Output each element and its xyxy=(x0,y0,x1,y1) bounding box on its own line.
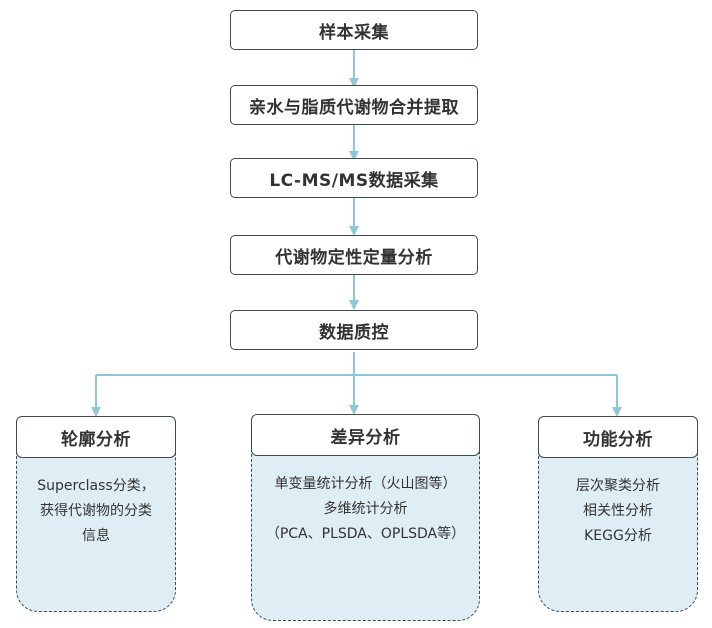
branch-profile-analysis: 轮廓分析 Superclass分类， 获得代谢物的分类 信息 xyxy=(16,416,176,612)
branch-title-text: 功能分析 xyxy=(583,429,653,450)
branch-title: 轮廓分析 xyxy=(16,416,176,458)
step-metabolite-quantification: 代谢物定性定量分析 xyxy=(230,235,478,275)
branch-body xyxy=(16,438,176,612)
branch-title: 差异分析 xyxy=(251,414,480,456)
branch-description: Superclass分类， 获得代谢物的分类 信息 xyxy=(20,474,172,549)
step-combined-extraction: 亲水与脂质代谢物合并提取 xyxy=(230,85,478,125)
step-label: 亲水与脂质代谢物合并提取 xyxy=(249,97,459,118)
branch-line: KEGG分析 xyxy=(584,528,652,544)
branch-line: 单变量统计分析（火山图等） xyxy=(274,476,457,492)
step-data-qc: 数据质控 xyxy=(230,310,478,350)
branch-line: 信息 xyxy=(82,528,110,544)
step-sample-collection: 样本采集 xyxy=(230,10,478,50)
branch-body xyxy=(538,438,698,612)
branch-body xyxy=(251,436,480,621)
step-label: 代谢物定性定量分析 xyxy=(275,247,433,268)
branch-line: 相关性分析 xyxy=(583,503,653,519)
step-label: 数据质控 xyxy=(319,322,389,343)
branch-title-text: 轮廓分析 xyxy=(61,429,131,450)
branch-function-analysis: 功能分析 层次聚类分析 相关性分析 KEGG分析 xyxy=(538,416,698,612)
branch-title: 功能分析 xyxy=(538,416,698,458)
branch-description: 层次聚类分析 相关性分析 KEGG分析 xyxy=(542,474,694,549)
branch-line: 多维统计分析 xyxy=(323,501,408,517)
step-label: LC-MS/MS数据采集 xyxy=(269,170,439,191)
branch-line: 层次聚类分析 xyxy=(576,478,660,494)
branch-description: 单变量统计分析（火山图等） 多维统计分析 （PCA、PLSDA、OPLSDA等） xyxy=(255,472,476,547)
step-lcms-acquisition: LC-MS/MS数据采集 xyxy=(230,158,478,198)
branch-line: 获得代谢物的分类 xyxy=(40,503,152,519)
branch-line: Superclass分类， xyxy=(37,478,155,494)
branch-title-text: 差异分析 xyxy=(330,427,401,448)
step-label: 样本采集 xyxy=(319,22,389,43)
branch-line: （PCA、PLSDA、OPLSDA等） xyxy=(265,526,466,542)
branch-difference-analysis: 差异分析 单变量统计分析（火山图等） 多维统计分析 （PCA、PLSDA、OPL… xyxy=(251,414,480,621)
